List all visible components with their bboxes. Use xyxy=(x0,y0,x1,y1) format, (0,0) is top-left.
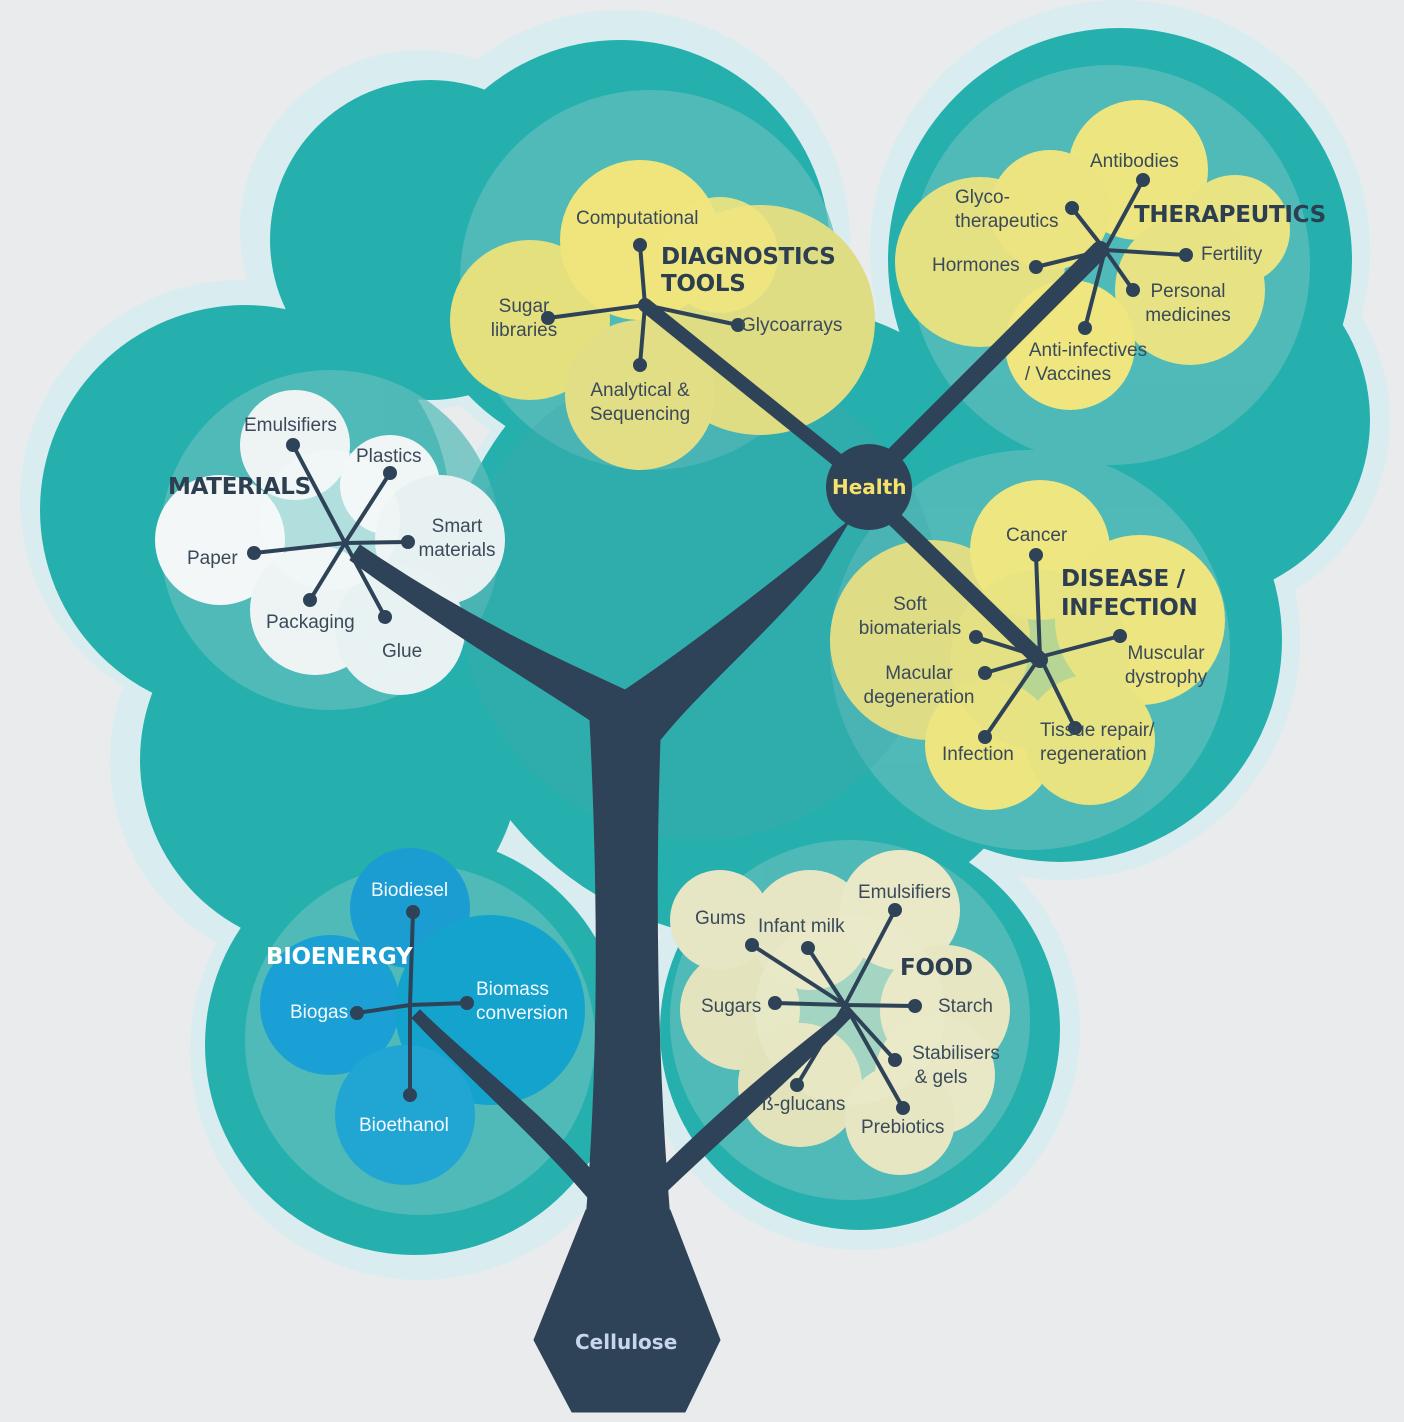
disease-muscular-line1: Muscular xyxy=(1127,643,1205,664)
disease-cancer: Cancer xyxy=(1006,525,1068,546)
materials-smart-line2: materials xyxy=(418,540,496,561)
tree-trunk xyxy=(349,519,851,1413)
disease-soft-line1: Soft xyxy=(893,594,927,615)
disease-infection: Infection xyxy=(942,744,1014,765)
branch-lines xyxy=(638,241,1109,668)
diagnostics-sugar-line2: libraries xyxy=(490,320,558,341)
disease-tissue-line2: regeneration xyxy=(1040,744,1147,765)
disease-macular-line2: degeneration xyxy=(863,687,975,708)
food-emulsifiers: Emulsifiers xyxy=(858,882,951,903)
materials-glue: Glue xyxy=(382,641,423,662)
materials-paper: Paper xyxy=(187,548,238,569)
diagnostics-title-line1: DIAGNOSTICS xyxy=(661,244,836,270)
materials-bubbles xyxy=(155,390,505,695)
materials-packaging: Packaging xyxy=(266,612,355,633)
health-node xyxy=(826,444,912,530)
therapeutics-title: THERAPEUTICS xyxy=(1134,202,1326,228)
disease-muscular-line2: dystrophy xyxy=(1124,667,1208,688)
cellulose-label: Cellulose xyxy=(575,1330,678,1354)
disease-title-line1: DISEASE / xyxy=(1061,566,1185,592)
diagnostics-sugar-line1: Sugar xyxy=(498,296,550,317)
therapeutics-antibodies: Antibodies xyxy=(1090,151,1179,172)
therapeutics-anti-line2: / Vaccines xyxy=(1024,364,1112,385)
disease-soft-line2: biomaterials xyxy=(858,618,962,639)
spokes xyxy=(247,173,1193,1115)
therapeutics-fertility: Fertility xyxy=(1201,244,1263,265)
materials-title: MATERIALS xyxy=(168,474,311,500)
disease-tissue-line1: Tissue repair/ xyxy=(1040,720,1155,741)
bioenergy-biomass-line2: conversion xyxy=(476,1003,568,1024)
bioenergy-title: BIOENERGY xyxy=(266,944,413,970)
food-sugars: Sugars xyxy=(701,996,762,1017)
diagnostics-title-line2: TOOLS xyxy=(661,271,746,297)
food-prebiotics: Prebiotics xyxy=(861,1117,945,1138)
therapeutics-anti-line1: Anti-infectives xyxy=(1028,340,1148,361)
materials-plastics: Plastics xyxy=(356,446,422,467)
bioenergy-biodiesel: Biodiesel xyxy=(371,880,449,901)
therapeutics-glyco-line1: Glyco- xyxy=(955,187,1010,208)
food-starch: Starch xyxy=(938,996,993,1017)
diagnostics-glycoarrays: Glycoarrays xyxy=(741,315,843,336)
materials-emulsifiers: Emulsifiers xyxy=(244,415,337,436)
food-gums: Gums xyxy=(695,908,746,929)
therapeutics-personal-line1: Personal xyxy=(1150,281,1226,302)
food-beta-glucans: ß-glucans xyxy=(762,1094,846,1115)
diagnostics-analytical-line1: Analytical & xyxy=(590,380,690,401)
food-stabilisers-line1: Stabilisers xyxy=(912,1043,1000,1064)
diagnostics-bubbles xyxy=(450,160,875,470)
diagnostics-analytical-line2: Sequencing xyxy=(589,404,691,425)
therapeutics-glyco-line2: therapeutics xyxy=(955,211,1059,232)
materials-smart-line1: Smart xyxy=(431,516,483,537)
disease-title-line2: INFECTION xyxy=(1061,595,1198,621)
bioenergy-biogas: Biogas xyxy=(290,1002,349,1023)
therapeutics-personal-line2: medicines xyxy=(1145,305,1231,326)
bioenergy-bioethanol: Bioethanol xyxy=(359,1115,449,1136)
food-title: FOOD xyxy=(900,955,973,981)
bioenergy-biomass-line1: Biomass xyxy=(476,979,549,1000)
health-label: Health xyxy=(832,475,907,499)
therapeutics-hormones: Hormones xyxy=(932,255,1020,276)
diagnostics-computational: Computational xyxy=(576,208,699,229)
disease-macular-line1: Macular xyxy=(885,663,953,684)
food-stabilisers-line2: & gels xyxy=(914,1067,968,1088)
food-infant-milk: Infant milk xyxy=(758,916,845,937)
